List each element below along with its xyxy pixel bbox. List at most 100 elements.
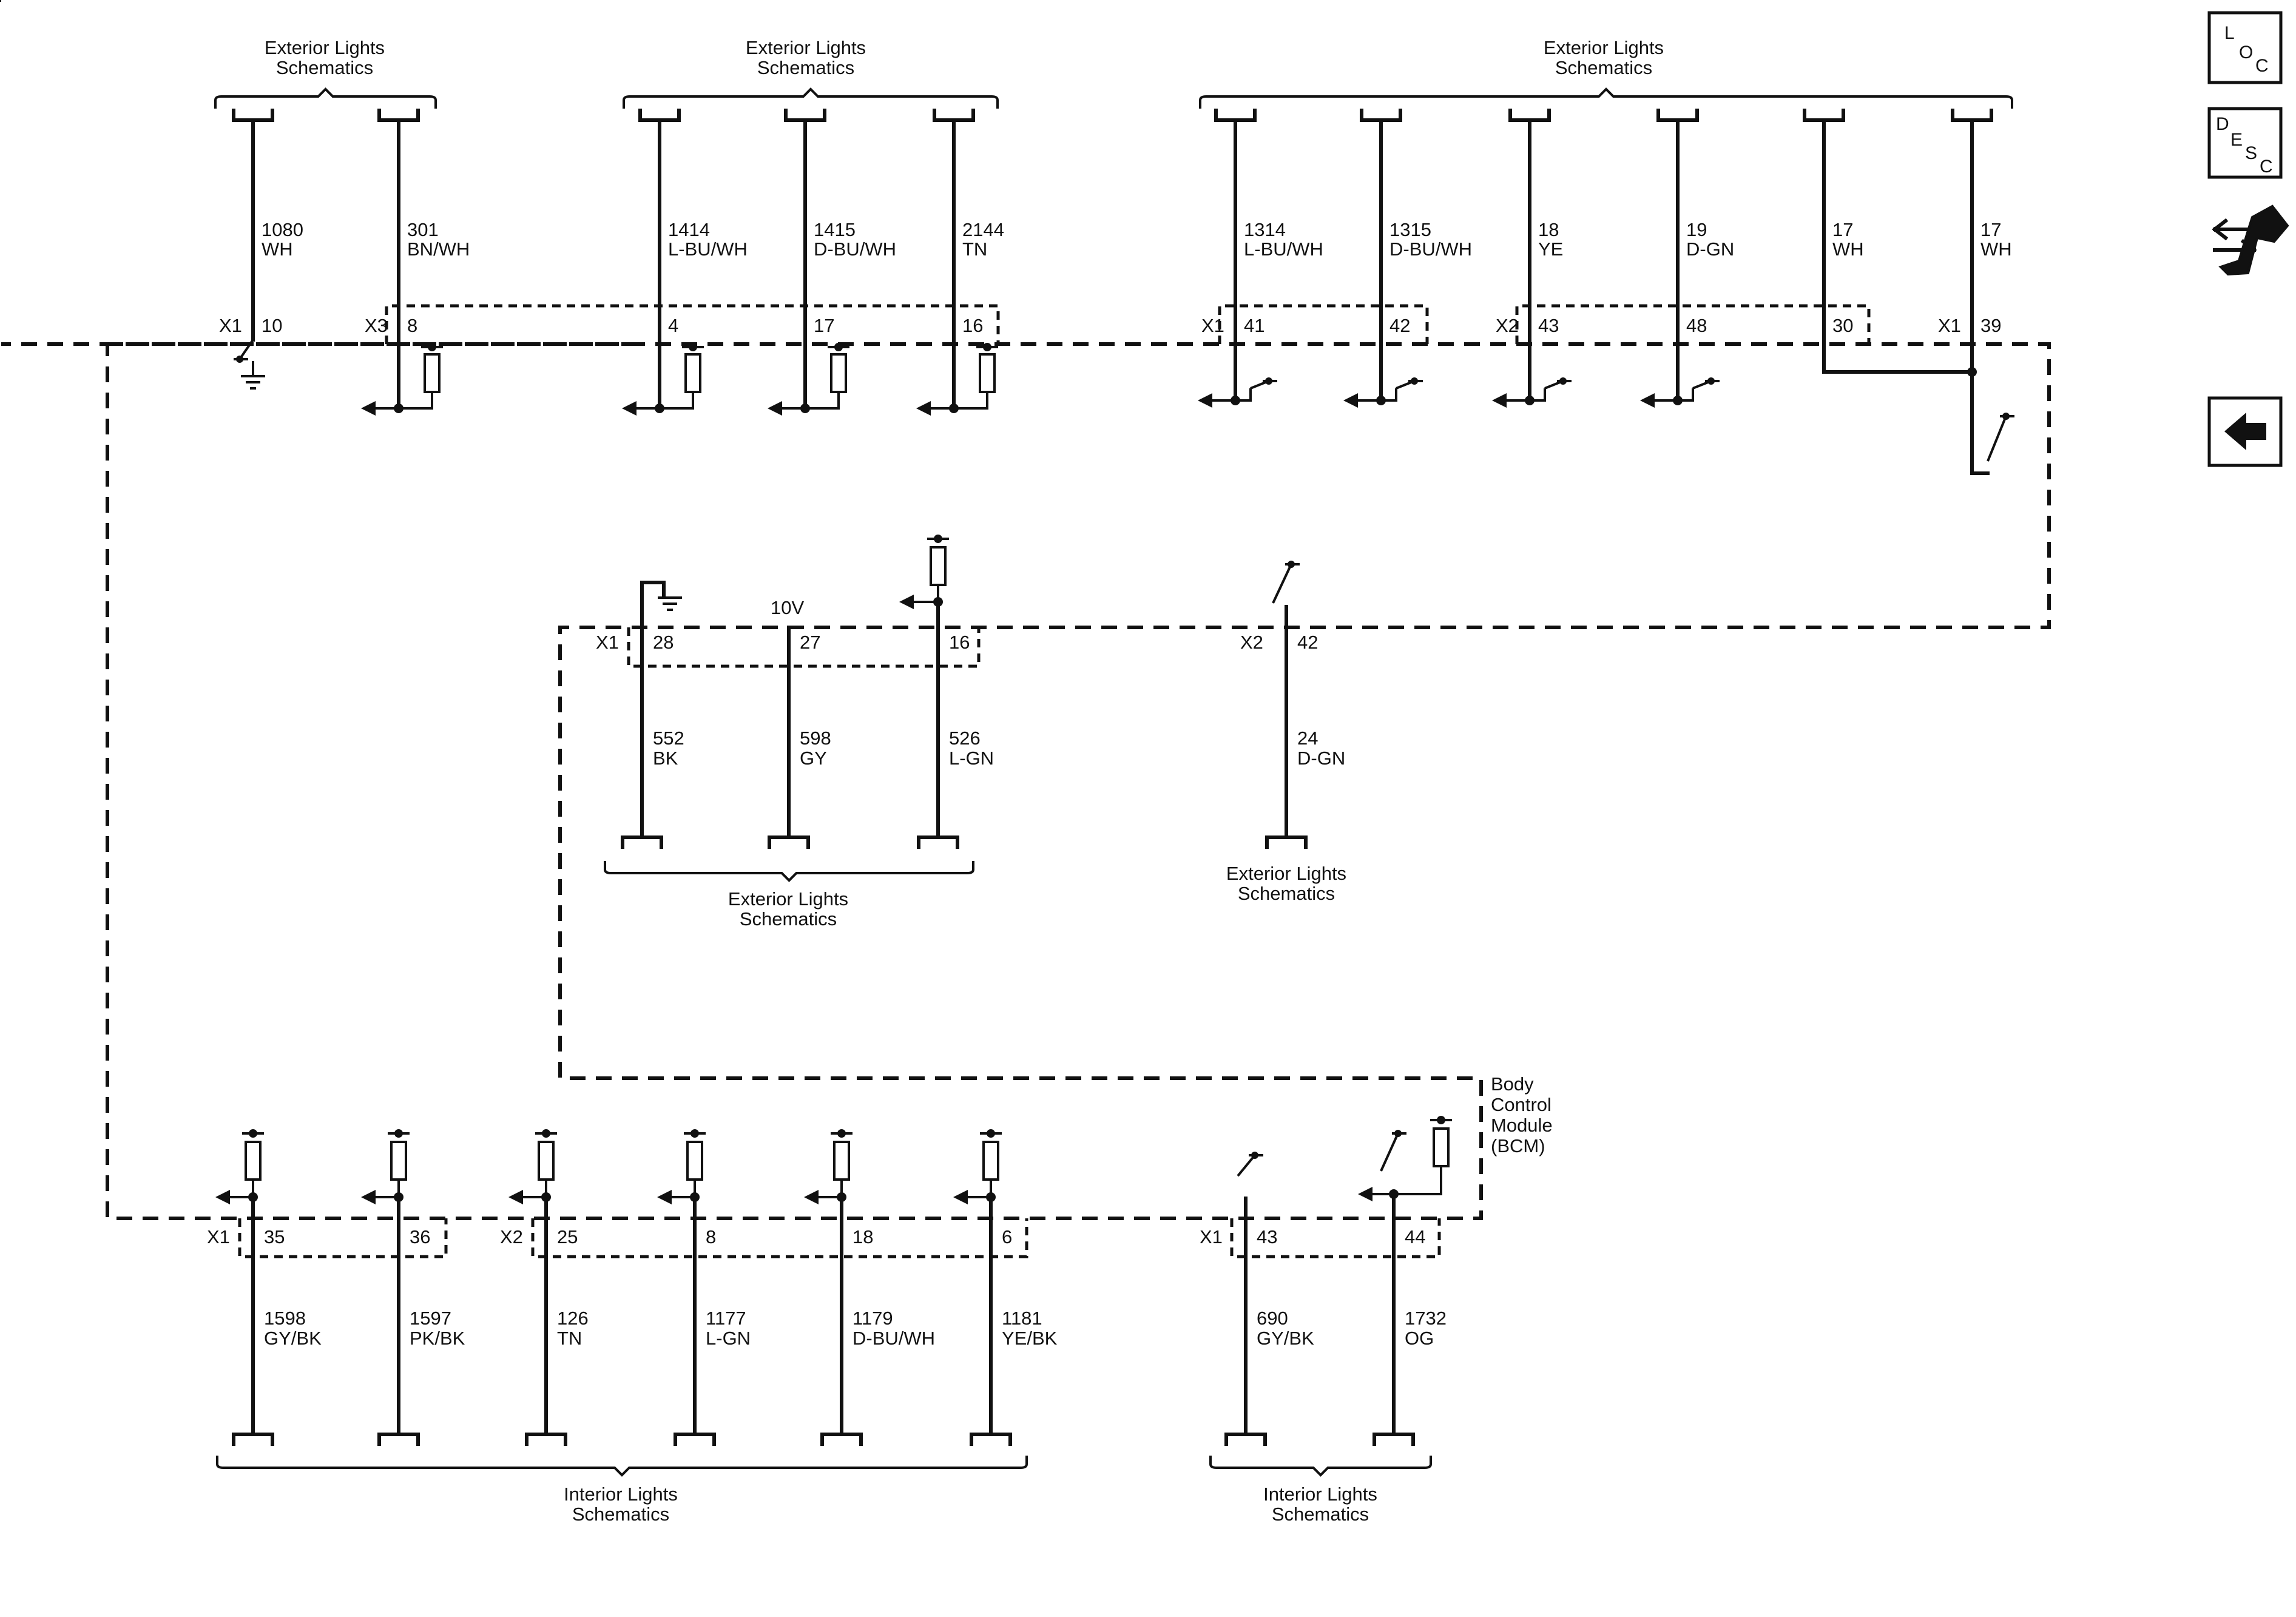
wire-circuit-number: 1177 <box>706 1308 746 1329</box>
wire-circuit-number: 17 <box>1832 219 1853 240</box>
wire-circuit-number: 1314 <box>1244 219 1286 240</box>
connector-pin: 17 <box>814 315 834 336</box>
loc-button[interactable]: L O C <box>2207 11 2283 84</box>
wire-circuit-number: 2144 <box>962 219 1004 240</box>
connector-pin: 41 <box>1244 315 1264 336</box>
resistor-lead <box>805 392 840 410</box>
switch-node <box>1707 377 1715 385</box>
group-title-line-1: Exterior Lights <box>265 37 385 58</box>
connector-shell-x1-bottom-right <box>1230 1218 1441 1258</box>
resistor-lead <box>954 392 988 410</box>
wire-circuit-number: 24 <box>1297 727 1318 749</box>
connector-pin: 10 <box>262 315 282 336</box>
switch-lever <box>1987 416 2007 462</box>
desc-letter-1: D <box>2216 114 2229 134</box>
wire-color-code: L-GN <box>949 748 994 769</box>
pullup-resistor <box>833 1141 850 1181</box>
desc-letter-3: S <box>2245 143 2257 163</box>
supply-node <box>934 535 942 543</box>
desc-button[interactable]: D E S C <box>2207 107 2283 179</box>
group-title-line-1: Exterior Lights <box>746 37 866 58</box>
module-label-line-1: Body <box>1491 1073 1534 1095</box>
wire-color-code: D-GN <box>1297 748 1345 769</box>
wire-color-code: BK <box>653 748 678 769</box>
wire-circuit-number: 1179 <box>853 1308 893 1329</box>
bcm-outline <box>106 304 2051 1258</box>
loc-letter-1: L <box>2224 23 2235 43</box>
group-title-line-2: Schematics <box>276 57 373 78</box>
wire-color-code: D-BU/WH <box>1389 238 1472 260</box>
wire-color-code: L-BU/WH <box>668 238 748 260</box>
connector-shell-x1-bottom <box>238 1218 448 1258</box>
wire-circuit-number: 18 <box>1538 219 1559 240</box>
connector-pin: 42 <box>1297 632 1318 653</box>
wire-circuit-number: 1598 <box>264 1308 306 1329</box>
wire-circuit-number: 17 <box>1980 219 2001 240</box>
connector-pin: 25 <box>557 1226 578 1247</box>
connector-id: X1 <box>1200 1226 1223 1247</box>
schematic-group-brace <box>216 1456 1028 1477</box>
supply-node <box>249 1129 257 1138</box>
input-arrow <box>953 1190 968 1204</box>
wire-color-code: TN <box>962 238 987 260</box>
connector-pin: 16 <box>962 315 983 336</box>
back-arrow-button[interactable] <box>2207 396 2283 467</box>
loc-letter-2: O <box>2239 42 2253 62</box>
connector-pin: 36 <box>410 1226 430 1247</box>
connector-pin: 43 <box>1538 315 1559 336</box>
desc-letter-2: E <box>2230 130 2243 150</box>
supply-node <box>542 1129 550 1138</box>
wire-color-code: GY/BK <box>264 1328 322 1349</box>
wire-circuit-number: 1181 <box>1002 1308 1042 1329</box>
input-arrow <box>1492 393 1507 408</box>
wire-color-code: L-BU/WH <box>1244 238 1323 260</box>
connector-pin: 27 <box>800 632 820 653</box>
switch-lead <box>1235 388 1252 402</box>
supply-node <box>834 343 843 351</box>
connector-wrench-icon[interactable] <box>2212 204 2289 276</box>
connector-pin: 35 <box>264 1226 285 1247</box>
pullup-resistor <box>538 1141 555 1181</box>
schematic-group-brace <box>623 87 999 109</box>
supply-node <box>837 1129 846 1138</box>
wire-circuit-number: 526 <box>949 727 981 749</box>
wire-17-b <box>1970 118 1990 475</box>
wire-circuit-number: 1415 <box>814 219 856 240</box>
back-arrow-icon <box>2224 413 2266 450</box>
connector-pin: 28 <box>653 632 674 653</box>
wire-circuit-number: 1414 <box>668 219 710 240</box>
connector-pin: 39 <box>1980 315 2001 336</box>
connector-id: X3 <box>365 315 388 336</box>
pullup-resistor <box>686 1141 703 1181</box>
group-title-line-2: Schematics <box>1555 57 1652 78</box>
input-arrow <box>508 1190 523 1204</box>
resistor-lead <box>399 392 433 410</box>
supply-node <box>987 1129 995 1138</box>
input-arrow <box>1198 393 1212 408</box>
connector-pin: 16 <box>949 632 970 653</box>
group-title-line-2: Schematics <box>740 908 837 930</box>
switch-lead <box>1678 388 1694 402</box>
input-arrow <box>916 401 931 416</box>
supply-node <box>428 343 436 351</box>
input-arrow <box>215 1190 230 1204</box>
wire-color-code: D-GN <box>1686 238 1734 260</box>
switch-node <box>1394 1130 1402 1137</box>
connector-id: X1 <box>219 315 242 336</box>
connector-pin: 4 <box>668 315 678 336</box>
pullup-resistor <box>390 1141 407 1181</box>
group-title-line-1: Interior Lights <box>1263 1484 1377 1505</box>
connector-pin: 48 <box>1686 315 1707 336</box>
input-arrow <box>899 595 914 609</box>
wire-17-a <box>1822 118 1974 374</box>
resistor-lead <box>1394 1166 1442 1195</box>
input-arrow <box>1358 1187 1373 1201</box>
pullup-resistor <box>979 353 996 393</box>
group-title-line-1: Exterior Lights <box>1226 863 1346 884</box>
wire-color-code: TN <box>557 1328 582 1349</box>
connector-pin: 44 <box>1405 1226 1425 1247</box>
wire-circuit-number: 552 <box>653 727 684 749</box>
module-label-line-2: Control <box>1491 1094 1551 1115</box>
